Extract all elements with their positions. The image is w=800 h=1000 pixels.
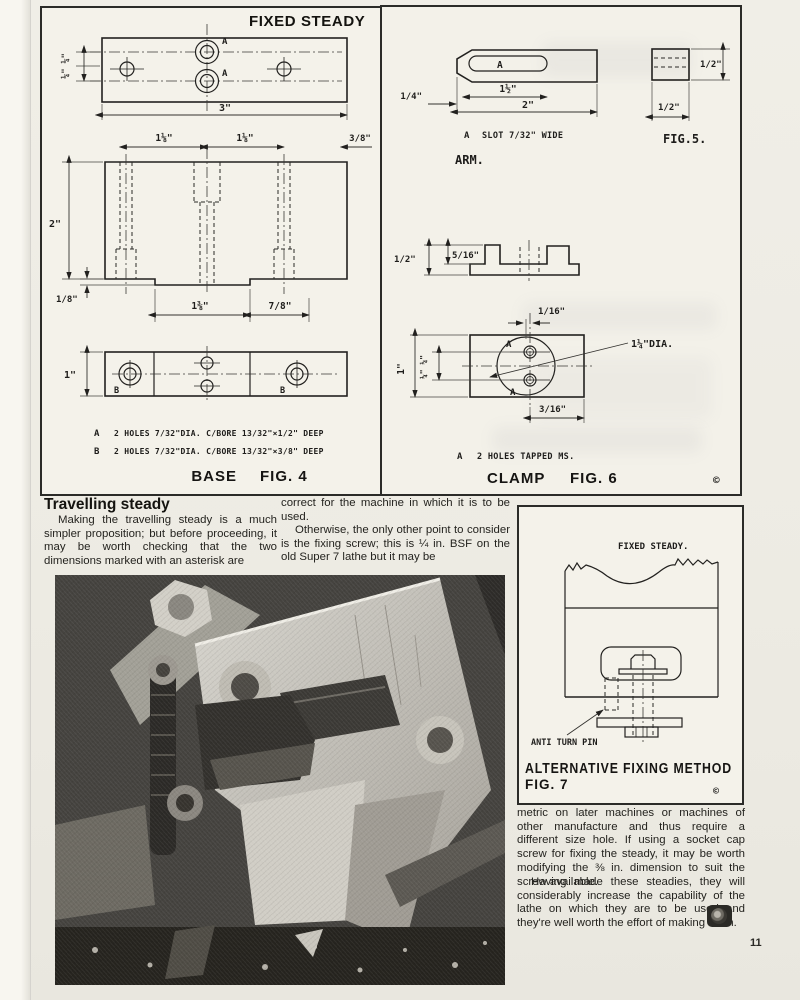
hole-label-b1: B: [114, 386, 119, 396]
clamp-side-view: 1/2" 5/16": [394, 237, 580, 281]
dim-118-left: 1⅛": [155, 133, 172, 144]
clamp-note-key: A: [457, 452, 463, 462]
dim-138: 1⅜": [191, 301, 208, 312]
clamp-caption-name: CLAMP: [487, 470, 545, 487]
dim-1in: 1": [64, 370, 76, 381]
copyright-mark: ©: [713, 474, 720, 487]
dim-18: 1/8": [56, 295, 78, 305]
fig4-top-view: A A ¼" ¼" 3": [61, 24, 348, 120]
fig7-steady-outline: [564, 557, 719, 743]
fig4-caption-name: BASE: [191, 468, 237, 485]
fig5-view: 1/2" 1/2" FIG.5.: [644, 41, 730, 146]
dim-quarter-pair-top: ¼" ¼": [61, 53, 71, 79]
arm-slot-letter: A: [497, 60, 503, 71]
fig56-drawing-box: A 1/4" 1½" 2" A SLOT 7/32" WIDE ARM.: [380, 5, 742, 496]
clamp-dim-dia: 1¼"DIA.: [631, 338, 673, 350]
note-b-text: 2 HOLES 7/32"DIA. C/BORE 13/32"×3/8" DEE…: [114, 447, 324, 456]
fig4-title: FIXED STEADY: [249, 13, 366, 30]
dim-118-right: 1⅛": [236, 133, 253, 144]
fig5-dim-h: 1/2": [700, 60, 722, 70]
arm-note-key: A: [464, 131, 470, 141]
fig4-drawing-box: FIXED STEADY A A: [40, 6, 384, 496]
photo-swarf-strip: [55, 927, 505, 985]
fig4-notes: A 2 HOLES 7/32"DIA. C/BORE 13/32"×1/2" D…: [94, 429, 324, 485]
photo-clamp-arm: [280, 675, 400, 743]
clamp-dim-316: 3/16": [539, 405, 566, 415]
arm-view: A 1/4" 1½" 2" A SLOT 7/32" WIDE ARM.: [400, 49, 598, 167]
travelling-para1: Making the travelling steady is a much s…: [44, 514, 277, 568]
hole-label-b2: B: [280, 386, 285, 396]
clamp-note: 2 HOLES TAPPED MS.: [477, 452, 575, 462]
hole-label-a2: A: [222, 69, 228, 79]
photo-screw-stack: [150, 660, 176, 855]
fig7-drawing: FIXED STEADY.: [519, 507, 738, 799]
fig5-dim-w: 1/2": [658, 103, 680, 113]
dim-78: 7/8": [269, 301, 292, 312]
fig7-copyright: ©: [713, 786, 720, 797]
note-b-key: B: [94, 447, 100, 457]
fig7-pin-label: ANTI TURN PIN: [531, 738, 598, 748]
clamp-notes: A 2 HOLES TAPPED MS. CLAMP FIG. 6 ©: [457, 452, 720, 487]
dim-38: 3/8": [349, 134, 371, 144]
page-number: 11: [750, 937, 762, 949]
clamp-dim-1: 1": [396, 363, 407, 374]
closing-para1: metric on later machines or machines of …: [517, 807, 745, 888]
dim-3in: 3": [219, 103, 231, 114]
fig4-plan-view: B B 1": [64, 344, 348, 402]
magazine-finis-logo: [707, 905, 732, 927]
fig5-caption: FIG.5.: [663, 132, 706, 146]
note-a-text: 2 HOLES 7/32"DIA. C/BORE 13/32"×1/2" DEE…: [114, 429, 324, 438]
photo-bright-wedge: [240, 780, 365, 925]
arm-dim-slot: 1½": [499, 84, 516, 95]
clamp-dim-516: 5/16": [452, 251, 479, 261]
clamp-plan-view: A A 1/16" 1¼"DIA. 1" ¼" ¼" 3/16": [396, 307, 673, 423]
fig4-drawing: A A ¼" ¼" 3": [42, 8, 378, 490]
fig4-caption-fig: FIG. 4: [260, 468, 308, 485]
clamp-hole-a1: A: [506, 340, 512, 350]
arm-dim-quarter: 1/4": [400, 92, 422, 102]
clamp-dim-quarter-pair: ¼" ¼": [419, 355, 428, 379]
fig7-caption-line2: FIG. 7: [525, 777, 569, 792]
clamp-caption-fig: FIG. 6: [570, 470, 618, 487]
travelling-para2: correct for the machine in which it is t…: [281, 497, 510, 523]
clamp-dim-half: 1/2": [394, 255, 416, 265]
arm-note: SLOT 7/32" WIDE: [482, 131, 563, 141]
clamp-hole-a2: A: [510, 388, 516, 398]
travelling-para3: Otherwise, the only other point to consi…: [281, 524, 510, 564]
arm-dim-2: 2": [522, 100, 534, 111]
photo-machine-part: [110, 585, 260, 725]
clamp-dim-116: 1/16": [538, 307, 565, 317]
fig56-drawing: A 1/4" 1½" 2" A SLOT 7/32" WIDE ARM.: [382, 7, 736, 490]
travelling-steady-photo: [55, 575, 505, 985]
travelling-steady-heading: Travelling steady: [44, 496, 170, 513]
fig7-box: FIXED STEADY.: [517, 505, 744, 805]
fig7-caption-line1: ALTERNATIVE FIXING METHOD: [525, 761, 732, 777]
fig7-label: FIXED STEADY.: [618, 542, 688, 552]
dim-2in: 2": [49, 219, 61, 230]
fig4-front-view: 1⅛" 1⅛" 3/8" 2" 1/8" 1⅜" 7/8": [49, 133, 372, 322]
closing-para2: Having made these steadies, they will co…: [517, 876, 745, 930]
page-left-margin: [0, 0, 31, 1000]
note-a-key: A: [94, 429, 100, 439]
arm-label: ARM.: [455, 153, 484, 167]
hole-label-a1: A: [222, 37, 228, 47]
